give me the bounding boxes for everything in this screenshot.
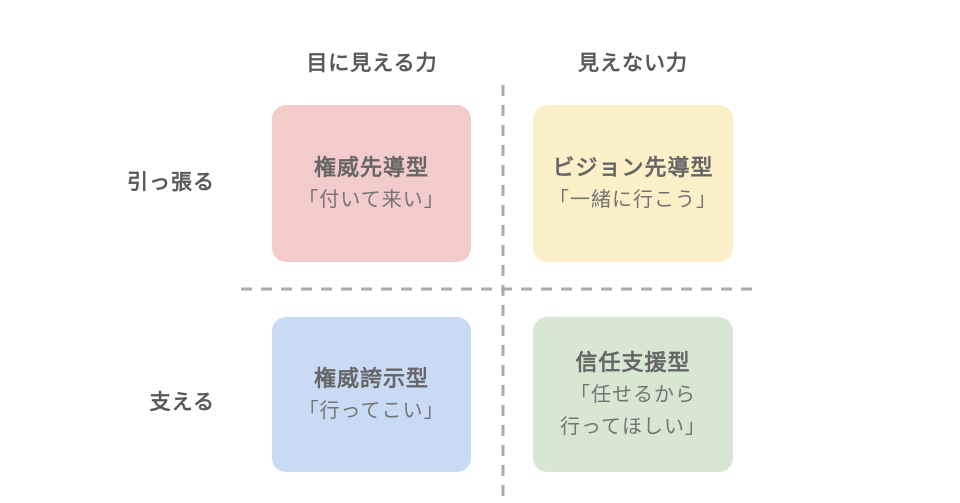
quadrant-quote: 「一緒に行こう」 — [549, 188, 717, 211]
quadrant-trust-support: 信任支援型 「任せるから 行ってほしい」 — [533, 317, 733, 472]
quadrant-quote: 「行ってこい」 — [298, 399, 445, 422]
quadrant-title: 権威先導型 — [313, 154, 429, 180]
column-header-invisible-power: 見えない力 — [578, 52, 688, 75]
quadrant-quote: 「任せるから 行ってほしい」 — [560, 383, 706, 438]
row-label-support: 支える — [149, 391, 215, 414]
column-header-visible-power: 目に見える力 — [306, 52, 438, 75]
quadrant-quote: 「付いて来い」 — [298, 188, 445, 211]
quadrant-title: ビジョン先導型 — [552, 154, 714, 180]
quadrant-title: 権威誇示型 — [313, 365, 429, 391]
quadrant-authority-leading: 権威先導型 「付いて来い」 — [272, 105, 471, 262]
row-label-pull: 引っ張る — [127, 171, 215, 194]
quadrant-authority-display: 権威誇示型 「行ってこい」 — [272, 317, 471, 472]
quadrant-vision-leading: ビジョン先導型 「一緒に行こう」 — [533, 105, 733, 262]
quadrant-title: 信任支援型 — [575, 349, 691, 375]
